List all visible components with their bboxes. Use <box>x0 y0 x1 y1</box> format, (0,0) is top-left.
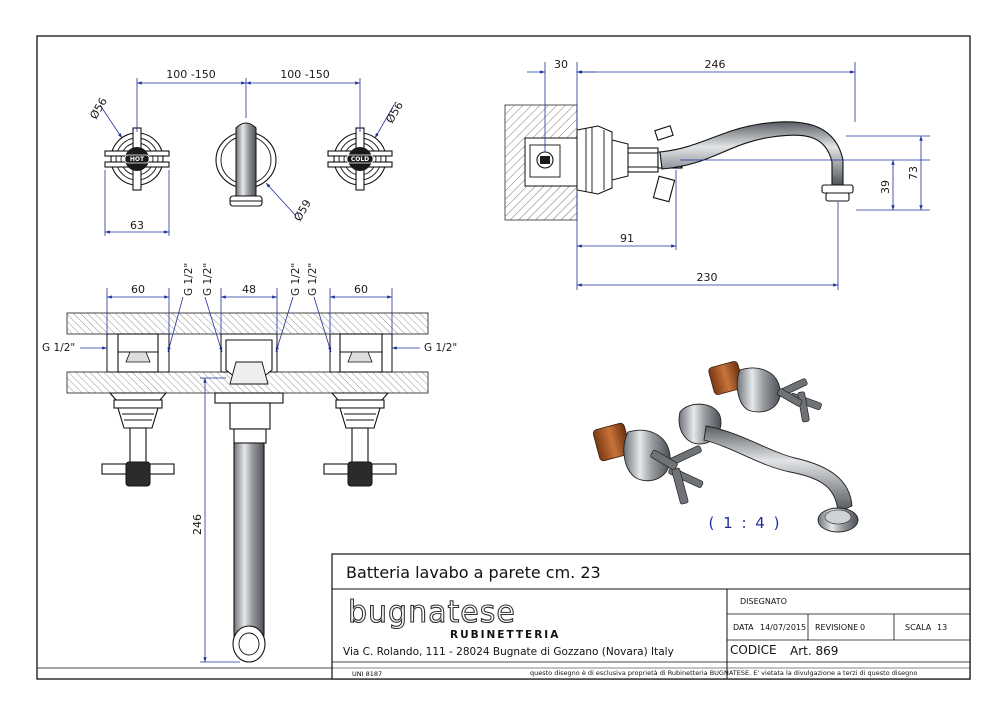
data-label: DATA <box>733 623 754 632</box>
hot-cap-label: HOT <box>130 156 145 163</box>
top-view: HOT COLD 100 -150 100 -150 <box>87 68 406 236</box>
codice-value: Art. 869 <box>790 644 838 658</box>
side-view: 30 246 91 230 39 73 <box>504 58 930 290</box>
dim-width: 63 <box>130 219 144 232</box>
dim-front-left: 60 <box>131 283 145 296</box>
dim-outlet: 39 <box>879 180 892 194</box>
thread-label-top-3: G 1/2" <box>290 263 302 296</box>
scala-label: SCALA <box>905 623 932 632</box>
dim-spout-drop: 246 <box>191 514 204 535</box>
title-block: Batteria lavabo a parete cm. 23 bugnates… <box>37 553 971 680</box>
thread-label-left: G 1/2" <box>42 342 75 354</box>
uni-standard: UNI 8187 <box>352 670 382 678</box>
dim-spout-length: 246 <box>705 58 726 71</box>
left-handle-top: HOT <box>104 127 170 191</box>
product-illustration: ( 1 : 4 ) <box>592 361 859 533</box>
spout-side <box>659 121 844 186</box>
dim-diameter-right: Ø56 <box>383 99 406 125</box>
revisione-value: 0 <box>860 623 865 632</box>
dim-spacing-left: 100 -150 <box>166 68 215 81</box>
thread-label-top-1: G 1/2" <box>183 263 195 296</box>
company-address: Via C. Rolando, 111 - 28024 Bugnate di G… <box>343 646 674 658</box>
front-view: 60 48 60 G 1/2" G 1/2" G 1/2" G 1/2" G 1… <box>42 263 457 663</box>
brand-subtitle: RUBINETTERIA <box>450 629 560 641</box>
dim-spacing-right: 100 -150 <box>280 68 329 81</box>
thread-label-right: G 1/2" <box>424 342 457 354</box>
disegnato-label: DISEGNATO <box>740 597 787 606</box>
dim-diameter-spout: Ø59 <box>291 197 314 223</box>
dim-front-right: 60 <box>354 283 368 296</box>
dim-depth: 30 <box>554 58 568 71</box>
brand-logo: bugnatese <box>348 595 516 630</box>
scala-value: 13 <box>937 623 947 632</box>
cold-cap-label: COLD <box>351 156 369 163</box>
revisione-label: REVISIONE <box>815 623 858 632</box>
dim-total: 230 <box>697 271 718 284</box>
codice-label: CODICE <box>730 643 777 657</box>
ownership-notice: questo disegno è di esclusiva proprietà … <box>530 669 917 677</box>
spout-top <box>215 122 277 207</box>
dim-diameter-left: Ø56 <box>87 95 110 121</box>
thread-label-top-2: G 1/2" <box>202 263 214 296</box>
data-value: 14/07/2015 <box>760 623 806 632</box>
dim-height: 73 <box>907 166 920 180</box>
drawing-title: Batteria lavabo a parete cm. 23 <box>346 563 601 582</box>
dim-front-middle: 48 <box>242 283 256 296</box>
dim-to-handle: 91 <box>620 232 634 245</box>
illustration-scale: ( 1 : 4 ) <box>709 514 782 532</box>
right-handle-top: COLD <box>327 127 393 191</box>
thread-label-top-4: G 1/2" <box>307 263 319 296</box>
